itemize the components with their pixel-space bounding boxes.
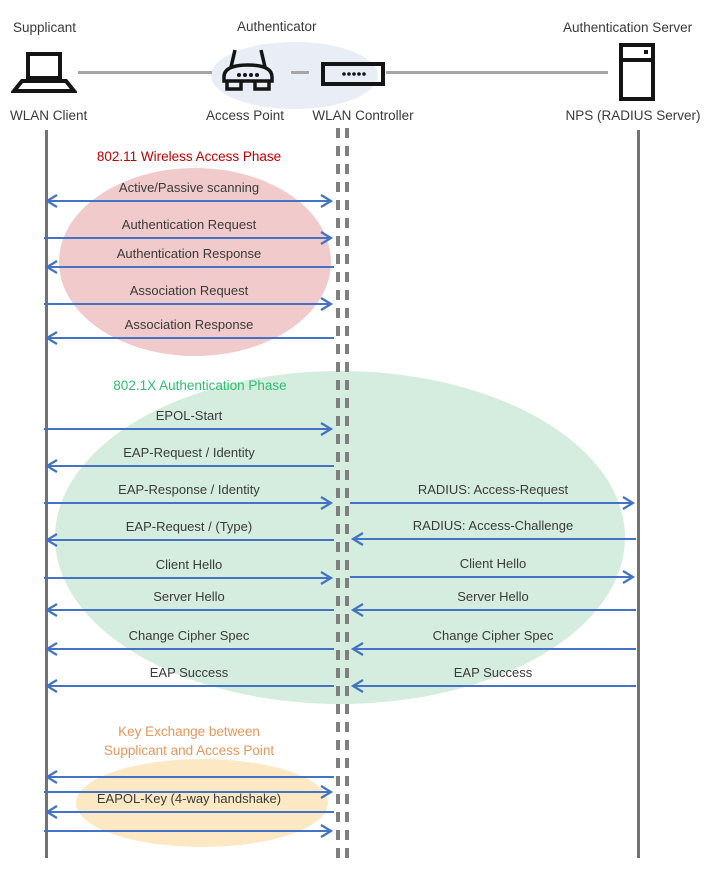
message-arrow-left: [350, 679, 636, 693]
lifeline-wlan-client: [45, 130, 48, 858]
message-label: RADIUS: Access-Request: [417, 482, 569, 497]
message-arrow-left: [350, 532, 636, 546]
message-arrow-left: [44, 459, 334, 473]
phase-ellipse-wireless: [59, 168, 331, 356]
connector-line: [386, 71, 608, 74]
message-label: EAP Success: [149, 665, 229, 680]
access-point-icon: [222, 49, 274, 91]
connector-line: [78, 71, 212, 74]
message-arrow-left: [44, 260, 334, 274]
message-label: EAP-Request / Identity: [123, 445, 255, 460]
role-supplicant: Supplicant: [13, 20, 77, 35]
lifeline-controller-dashed-1: [336, 128, 340, 858]
label-access-point: Access Point: [205, 108, 285, 123]
role-authenticator: Authenticator: [237, 19, 317, 34]
message-arrow-left: [44, 679, 334, 693]
lifeline-radius-server: [637, 130, 640, 858]
lifeline-controller-dashed-2: [345, 128, 349, 858]
message-label: EAP-Response / Identity: [118, 482, 260, 497]
connector-dash: [291, 71, 309, 74]
message-label: EPOL-Start: [155, 408, 223, 423]
wlan-controller-icon: [321, 62, 385, 86]
message-arrow-right: [44, 422, 334, 436]
message-label: Active/Passive scanning: [118, 180, 260, 195]
role-authentication-server: Authentication Server: [563, 20, 693, 35]
message-arrow-right: [350, 570, 636, 584]
label-nps-radius-server: NPS (RADIUS Server): [565, 108, 701, 123]
message-arrow-right: [44, 231, 334, 245]
message-arrow-left: [44, 770, 334, 784]
message-arrow-right: [44, 824, 334, 838]
phase-ellipse-key-exchange: [76, 759, 328, 847]
phase-title-key-exchange-line2: Supplicant and Access Point: [103, 743, 275, 758]
laptop-icon: [11, 52, 77, 93]
message-label: Association Request: [129, 283, 249, 298]
message-label: Change Cipher Spec: [432, 628, 554, 643]
message-arrow-left: [350, 642, 636, 656]
message-arrow-left: [44, 805, 334, 819]
message-label: Change Cipher Spec: [128, 628, 250, 643]
message-label: Client Hello: [459, 556, 527, 571]
message-arrow-left: [44, 603, 334, 617]
server-icon: [619, 43, 655, 101]
message-arrow-right: [44, 297, 334, 311]
message-arrow-right: [44, 571, 334, 585]
message-label: Client Hello: [155, 557, 223, 572]
label-wlan-controller: WLAN Controller: [312, 108, 414, 123]
message-arrow-left: [44, 331, 334, 345]
message-arrow-right: [350, 496, 636, 510]
message-label: Server Hello: [457, 589, 529, 604]
message-label: EAP-Request / (Type): [125, 519, 253, 534]
message-label: Authentication Response: [116, 246, 262, 261]
message-arrow-right: [44, 496, 334, 510]
message-label: RADIUS: Access-Challenge: [412, 518, 574, 533]
message-arrow-left: [350, 603, 636, 617]
phase-title-dot1x: 802.1X Authentication Phase: [113, 378, 287, 393]
phase-title-wireless: 802.11 Wireless Access Phase: [96, 149, 282, 164]
message-arrow-both: [44, 194, 334, 208]
message-label: Server Hello: [153, 589, 225, 604]
message-label: Authentication Request: [121, 217, 257, 232]
message-arrow-left: [44, 642, 334, 656]
phase-title-key-exchange-line1: Key Exchange between: [118, 724, 260, 739]
message-arrow-right: [44, 785, 334, 799]
message-label: EAP Success: [453, 665, 533, 680]
label-wlan-client: WLAN Client: [10, 108, 88, 123]
message-arrow-left: [44, 533, 334, 547]
message-label: Association Response: [124, 317, 254, 332]
message-label: EAPOL-Key (4-way handshake): [96, 791, 282, 806]
